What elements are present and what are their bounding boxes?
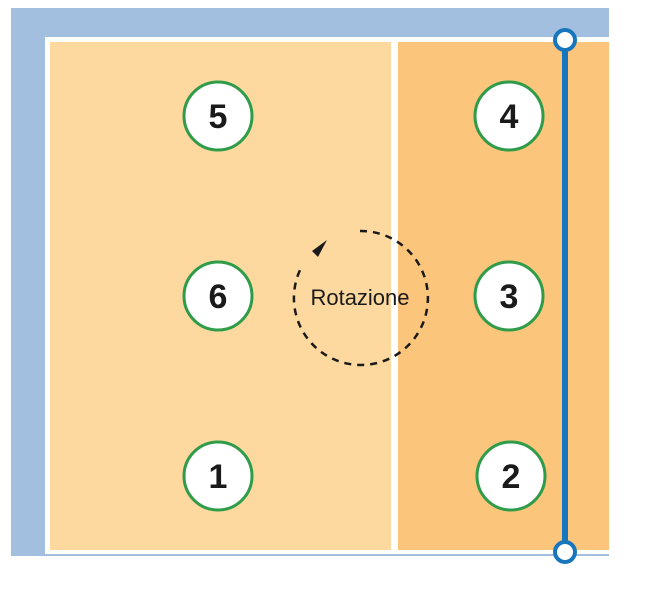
position-number: 1 xyxy=(209,458,228,496)
position-number: 3 xyxy=(500,278,519,316)
position-number: 6 xyxy=(209,278,228,316)
rotation-arrow xyxy=(292,229,430,367)
position-number: 2 xyxy=(502,458,521,496)
position-circle xyxy=(182,440,254,512)
position-circle xyxy=(182,80,254,152)
position-number: 5 xyxy=(209,98,228,136)
position-3: 3 xyxy=(473,260,545,332)
position-circle xyxy=(473,260,545,332)
position-6: 6 xyxy=(182,260,254,332)
position-circle xyxy=(475,440,547,512)
position-number: 4 xyxy=(500,98,519,136)
position-4: 4 xyxy=(473,80,545,152)
net-post-top xyxy=(553,28,577,52)
position-2: 2 xyxy=(475,440,547,512)
position-circle xyxy=(473,80,545,152)
rotation-dashed-circle xyxy=(292,229,430,367)
position-circle xyxy=(182,260,254,332)
position-5: 5 xyxy=(182,80,254,152)
position-1: 1 xyxy=(182,440,254,512)
rotation-arrowhead-icon xyxy=(312,240,327,257)
net-post-bottom xyxy=(553,540,577,564)
rotation-label: Rotazione xyxy=(310,285,409,310)
